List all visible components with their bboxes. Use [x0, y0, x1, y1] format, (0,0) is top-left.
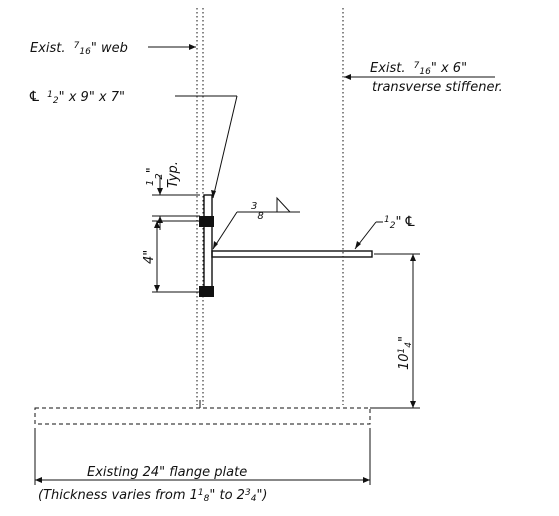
stiffener-label-line1: Exist. 716" x 6"	[370, 61, 467, 77]
bolt-spacing-text: 4"	[142, 250, 157, 264]
flange-label-line2: (Thickness varies from 118" to 234")	[38, 488, 268, 504]
half-plate-label: 12" ℄	[354, 214, 415, 250]
web-label-text: Exist. 716" web	[30, 41, 128, 57]
stiffener-label-line2: transverse stiffener.	[372, 80, 503, 95]
weld-symbol: 38	[212, 196, 300, 250]
bolt-top	[199, 216, 214, 227]
plate-label-text: ℄ 12" x 9" x 7"	[29, 89, 125, 106]
bolt-bottom	[199, 286, 214, 297]
connection-plate	[203, 194, 213, 294]
stiffener-label: Exist. 716" x 6" transverse stiffener.	[344, 61, 503, 95]
typ-dimension-text: 12"	[145, 167, 165, 186]
existing-web	[196, 8, 204, 405]
height-dimension-text: 1014"	[397, 336, 414, 370]
flange-label-line1: Existing 24" flange plate	[87, 465, 247, 480]
half-plate-text: 12" ℄	[384, 214, 415, 231]
typ-word: Typ.	[166, 161, 181, 188]
typ-dimension: 12" Typ.	[145, 161, 200, 230]
plate-label: ℄ 12" x 9" x 7"	[29, 89, 238, 199]
flange-plate	[34, 407, 371, 425]
weld-size-text: 38	[251, 201, 264, 222]
flange-dimension: Existing 24" flange plate (Thickness var…	[34, 428, 371, 504]
horizontal-plate	[211, 250, 373, 258]
bolt-spacing-dimension: 4"	[142, 220, 200, 293]
web-label: Exist. 716" web	[30, 41, 196, 57]
height-dimension: 1014"	[370, 253, 420, 409]
